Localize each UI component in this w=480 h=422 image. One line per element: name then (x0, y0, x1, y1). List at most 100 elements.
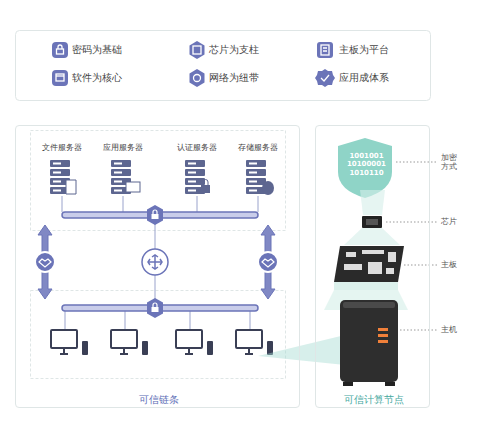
app-icon (126, 182, 140, 192)
figure-part (245, 349, 253, 354)
figure-part (343, 382, 353, 386)
server-unit (50, 169, 70, 176)
figure-part (344, 228, 400, 245)
server-unit (185, 169, 205, 176)
figure-part (334, 282, 398, 290)
feature-panel (16, 31, 431, 101)
figure-part (142, 249, 168, 275)
server-unit (185, 160, 205, 167)
server-unit (246, 169, 266, 176)
server-label: 应用服务器 (103, 143, 143, 152)
server-label: 认证服务器 (177, 143, 217, 152)
figure-part (51, 330, 273, 355)
lock-icon (201, 185, 210, 193)
figure-part (344, 264, 362, 270)
figure-part (39, 259, 51, 267)
figure-part (188, 181, 196, 183)
figure-part (50, 160, 274, 195)
figure-part (315, 69, 335, 87)
pc-tower (207, 341, 213, 355)
figure-part (52, 42, 68, 58)
trusted-node-panel: 可信计算节点 1001001 10100001 1010110 (315, 125, 430, 408)
figure-part (152, 214, 159, 219)
feature-label: 软件为核心 (72, 72, 122, 84)
figure-part (185, 349, 193, 354)
figure-part (114, 181, 122, 183)
figure-part (323, 48, 327, 51)
pc-tower (82, 341, 88, 355)
trust-chain-panel: 可信链条 (15, 125, 300, 408)
feature-label: 网络为纽带 (209, 72, 259, 84)
encryption-shield: 1001001 10100001 1010110 (339, 139, 394, 199)
trusted-node-figure (324, 138, 438, 386)
server-label: 文件服务器 (42, 143, 82, 152)
figure-part (193, 46, 201, 54)
figure-part (194, 75, 201, 82)
figure-part (147, 205, 163, 318)
figure-part (249, 181, 257, 183)
figure-part (203, 180, 208, 186)
figure-part (386, 162, 438, 330)
figure-part (258, 252, 278, 272)
feature-label: 芯片为支柱 (209, 44, 259, 56)
feature-label: 主板为平台 (339, 44, 389, 56)
figure-part (35, 252, 55, 272)
figure-part (190, 41, 205, 59)
figure-part (249, 163, 257, 165)
figure-part (188, 172, 196, 174)
server-label: 存储服务器 (238, 143, 278, 152)
figure-part (362, 216, 382, 228)
node-title: 可信计算节点 (344, 394, 404, 406)
figure-part (148, 255, 162, 269)
server-unit (246, 160, 266, 167)
figure-part (362, 250, 384, 254)
pc-tower (142, 341, 148, 355)
figure-part (188, 190, 196, 192)
figure-part (16, 31, 431, 101)
figure-part (343, 302, 395, 308)
figure-part (388, 252, 396, 262)
part-label: 芯片 (441, 217, 457, 226)
feature-label: 密码为基础 (72, 44, 122, 56)
figure-part (147, 205, 163, 225)
part-label: 加密方式 (441, 153, 458, 171)
figure-part (249, 190, 257, 192)
figure-part (114, 172, 122, 174)
figure-part (386, 162, 438, 330)
figure-part (366, 219, 378, 225)
figure-part (58, 45, 62, 49)
figure-part (31, 291, 286, 379)
figure-part (56, 75, 64, 76)
figure-part (368, 262, 382, 274)
figure-part (53, 190, 61, 192)
monitor (176, 330, 202, 348)
trust-chain-figure (31, 131, 346, 379)
figure-part (57, 49, 64, 54)
figure-part (249, 172, 257, 174)
figure-part (31, 131, 286, 231)
figure-part (190, 69, 205, 87)
figure-part (35, 252, 278, 272)
figure-part (153, 210, 157, 214)
figure-part (62, 196, 258, 329)
server-unit (185, 178, 205, 185)
figure-part (114, 163, 122, 165)
figure-part (344, 250, 396, 274)
server-unit (246, 178, 266, 185)
figure-part (52, 41, 335, 87)
figure-part (317, 42, 333, 58)
figure-part (321, 45, 329, 55)
figure-part (385, 382, 395, 386)
figure-part (38, 225, 275, 299)
figure-part (53, 163, 61, 165)
file-icon (66, 180, 76, 194)
part-label: 主机 (441, 325, 457, 334)
figure-part (340, 300, 398, 382)
figure-part (378, 340, 388, 343)
figure-part (262, 259, 274, 267)
part-label: 主板 (441, 260, 457, 269)
figure-part (378, 334, 388, 337)
figure-part (147, 298, 163, 318)
figure-part (360, 190, 385, 215)
